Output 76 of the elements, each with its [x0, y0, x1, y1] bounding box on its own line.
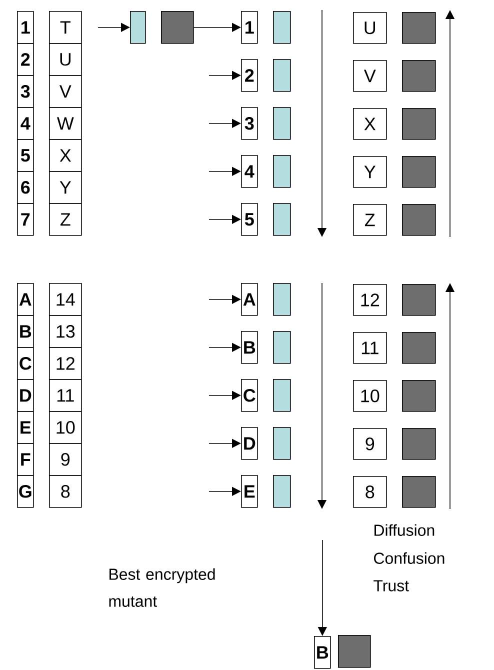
letter-box: 7 [17, 203, 34, 236]
letter-box: Z [353, 204, 387, 236]
letter-box: A [17, 283, 34, 316]
letter-box: F [17, 443, 34, 476]
letter-box: T [49, 11, 82, 44]
key-box [130, 11, 146, 44]
letter-box: 12 [353, 284, 387, 316]
letter-box: 11 [49, 379, 82, 412]
letter-box: 1 [241, 11, 258, 44]
letter-box: 1 [17, 11, 34, 44]
cipher-box [338, 635, 371, 668]
letter-box: E [17, 411, 34, 444]
note-text: Best encrypted mutant [109, 568, 215, 607]
note-text: Diffusion [374, 524, 434, 536]
letter-box: 4 [17, 107, 34, 140]
letter-box: 10 [49, 411, 82, 444]
key-box [273, 331, 291, 364]
letter-box: 12 [49, 347, 82, 380]
letter-box: U [49, 43, 82, 76]
letter-box: X [353, 108, 387, 140]
cipher-box [402, 476, 436, 508]
letter-box: 8 [353, 476, 387, 508]
letter-box: V [353, 60, 387, 92]
letter-box: X [49, 139, 82, 172]
letter-box: D [241, 427, 258, 460]
letter-box: 9 [49, 443, 82, 476]
key-box [273, 427, 291, 460]
letter-box: C [17, 347, 34, 380]
letter-box: B [17, 315, 34, 348]
letter-box: 10 [353, 380, 387, 412]
cipher-box [402, 108, 436, 140]
letter-box: G [17, 475, 34, 508]
letter-box: W [49, 107, 82, 140]
key-box [273, 203, 291, 236]
letter-box: 3 [241, 107, 258, 140]
letter-box: 14 [49, 283, 82, 316]
letter-box: 11 [353, 332, 387, 364]
letter-box: U [353, 12, 387, 44]
key-box [273, 11, 291, 44]
letter-box: C [241, 379, 258, 412]
letter-box: V [49, 75, 82, 108]
key-box [273, 107, 291, 140]
letter-box: 5 [241, 203, 258, 236]
key-box [273, 475, 291, 508]
letter-box: 3 [17, 75, 34, 108]
letter-box: 5 [17, 139, 34, 172]
cipher-box [161, 11, 194, 44]
letter-box: 8 [49, 475, 82, 508]
letter-box: D [17, 379, 34, 412]
cipher-box [402, 156, 436, 188]
cipher-box [402, 428, 436, 460]
key-box [273, 379, 291, 412]
letter-box: 9 [353, 428, 387, 460]
letter-box: B [241, 331, 258, 364]
key-box [273, 155, 291, 188]
letter-box: E [241, 475, 258, 508]
letter-box: 6 [17, 171, 34, 204]
cipher-box [402, 332, 436, 364]
cipher-box [402, 204, 436, 236]
key-box [273, 59, 291, 92]
letter-box: Y [49, 171, 82, 204]
letter-box: A [241, 283, 258, 316]
letter-box: 13 [49, 315, 82, 348]
letter-box: Y [353, 156, 387, 188]
note-text: Trust [374, 580, 409, 592]
cipher-box [402, 284, 436, 316]
cipher-box [402, 380, 436, 412]
letter-box: 2 [17, 43, 34, 76]
cipher-box [402, 12, 436, 44]
cipher-box [402, 60, 436, 92]
note-text: Confusion [374, 552, 444, 564]
letter-box: 2 [241, 59, 258, 92]
letter-box: B [314, 636, 331, 669]
letter-box: 4 [241, 155, 258, 188]
key-box [273, 283, 291, 316]
letter-box: Z [49, 203, 82, 236]
